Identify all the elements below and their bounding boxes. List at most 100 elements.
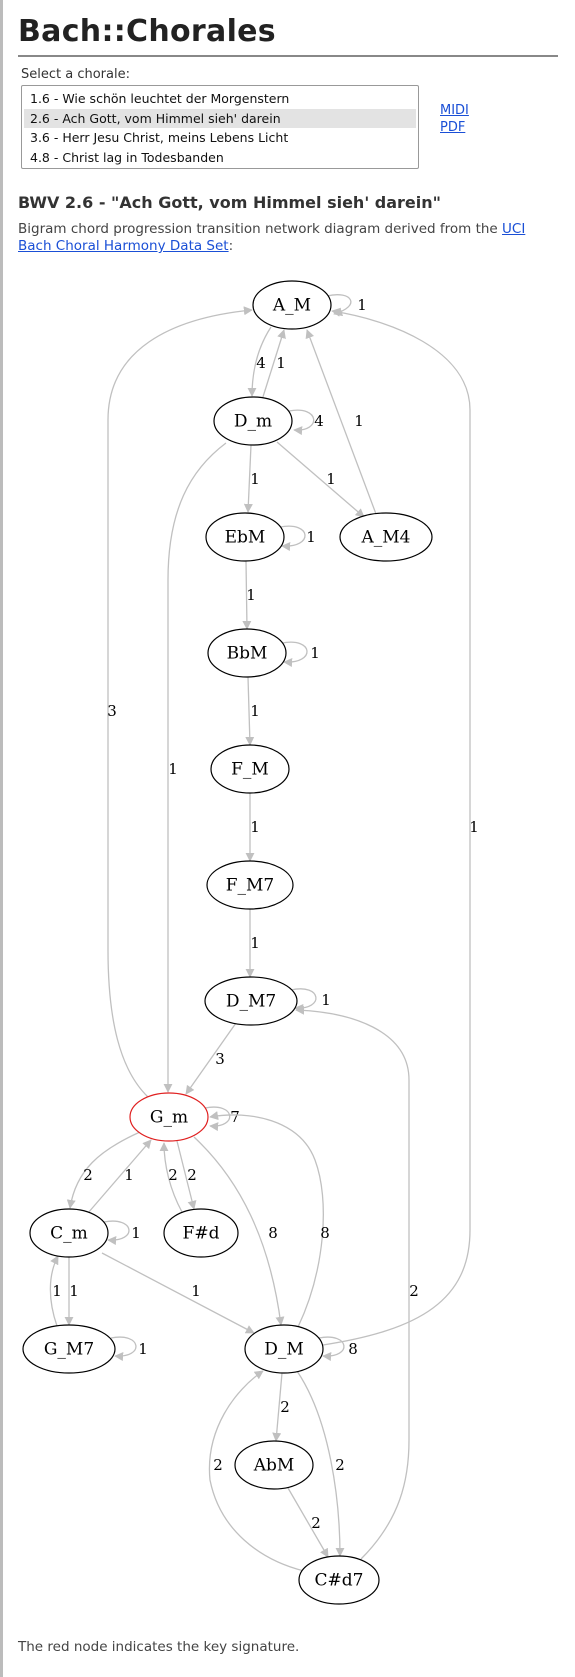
- edge-weight-label: 2: [335, 1456, 345, 1474]
- node-shape: [207, 628, 287, 678]
- node-label: C#d7: [315, 1571, 364, 1591]
- edge-weight-label: 2: [409, 1282, 419, 1300]
- node-label: BbM: [227, 644, 268, 664]
- node-a-m4: A_M4: [339, 512, 433, 562]
- node-fsharpd: F#d: [163, 1208, 239, 1258]
- node-label: EbM: [225, 528, 266, 548]
- description-text: Bigram chord progression transition netw…: [18, 221, 503, 237]
- edge-d-m-to-csharpd7: [296, 1370, 345, 1557]
- edge-weight-label: 3: [215, 1050, 225, 1068]
- edge-weight-label: 1: [321, 991, 331, 1009]
- edge-a-m-to-d-m: [247, 326, 272, 397]
- edge-c-m-to-g-m: [87, 1139, 152, 1214]
- node-ebm: EbM: [205, 512, 285, 562]
- node-label: F#d: [183, 1224, 220, 1244]
- file-links: MIDI PDF: [440, 102, 469, 136]
- edge-d-m7-to-g-m: [185, 1022, 237, 1095]
- edge-weight-label: 2: [187, 1166, 197, 1184]
- edge-fsharpd-to-g-m: [159, 1142, 183, 1213]
- edge-d-m-to-d-m: [318, 1336, 345, 1362]
- node-f-m: F_M: [210, 744, 290, 794]
- node-shape: [234, 1440, 314, 1490]
- edge-g-m-to-fsharpd: [176, 1140, 197, 1210]
- edge-weight-label: 1: [124, 1166, 134, 1184]
- chorale-select-list[interactable]: 1.6 - Wie schön leuchtet der Morgenstern…: [21, 85, 419, 169]
- edge-weight-label: 7: [230, 1108, 240, 1126]
- edge-weight-label: 8: [268, 1224, 278, 1242]
- node-g-m: G_m: [129, 1092, 209, 1142]
- edge-ebm-to-bbm: [242, 560, 252, 630]
- node-label: G_M7: [44, 1340, 94, 1360]
- node-shape: [339, 512, 433, 562]
- dataset-link[interactable]: UCI Bach Choral Harmony Data Set: [18, 221, 526, 254]
- node-d-m7: D_M7: [204, 976, 298, 1026]
- chorale-option[interactable]: 3.6 - Herr Jesu Christ, meins Lebens Lic…: [30, 130, 289, 145]
- edge-weight-label: 1: [168, 760, 178, 778]
- edge-g-m7-to-c-m: [49, 1255, 59, 1327]
- edge-ebm-to-ebm: [279, 525, 306, 551]
- edge-weight-label: 1: [191, 1282, 201, 1300]
- edge-weight-label: 1: [131, 1224, 141, 1242]
- node-label: G_m: [150, 1108, 188, 1128]
- page-title: Bach::Chorales: [18, 14, 276, 49]
- node-f-m7: F_M7: [206, 860, 294, 910]
- left-border: [0, 0, 3, 1677]
- edge-weight-label: 1: [310, 644, 320, 662]
- edge-weight-label: 1: [250, 818, 260, 836]
- title-divider: [18, 55, 558, 57]
- edge-c-m-to-c-m: [103, 1220, 130, 1246]
- node-shape: [244, 1324, 324, 1374]
- node-label: D_M7: [226, 992, 276, 1012]
- edge-d-m-to-g-m: [163, 442, 227, 1093]
- node-abm: AbM: [234, 1440, 314, 1490]
- edge-weight-label: 2: [168, 1166, 178, 1184]
- node-label: F_M7: [226, 876, 275, 896]
- node-label: D_m: [234, 412, 272, 432]
- node-label: F_M: [231, 760, 269, 780]
- edge-weight-label: 1: [52, 1282, 62, 1300]
- edge-g-m-to-d-m: [193, 1136, 285, 1326]
- edge-weight-label: 8: [348, 1340, 358, 1358]
- edge-weight-label: 2: [311, 1514, 321, 1532]
- edge-weight-label: 1: [469, 818, 479, 836]
- edge-weight-label: 1: [250, 702, 260, 720]
- node-shape: [298, 1555, 380, 1605]
- node-shape: [29, 1208, 109, 1258]
- edge-weight-label: 1: [357, 296, 367, 314]
- node-d-m: D_m: [213, 396, 293, 446]
- edge-weight-label: 1: [138, 1340, 148, 1358]
- chorale-heading: BWV 2.6 - "Ach Gott, vom Himmel sieh' da…: [18, 193, 441, 212]
- edge-a-m4-to-a-m: [305, 329, 377, 515]
- edge-abm-to-csharpd7: [287, 1487, 329, 1558]
- node-shape: [252, 280, 332, 330]
- edge-weight-label: 4: [256, 354, 266, 372]
- edge-g-m-to-g-m: [204, 1106, 231, 1132]
- footer-note: The red node indicates the key signature…: [18, 1639, 300, 1655]
- edge-weight-label: 3: [107, 702, 117, 720]
- key-signature-node-shape: [129, 1092, 209, 1142]
- chorale-option-selected[interactable]: 2.6 - Ach Gott, vom Himmel sieh' darein: [24, 108, 416, 128]
- node-label: A_M: [272, 296, 311, 316]
- node-a-m: A_M: [252, 280, 332, 330]
- chorale-option[interactable]: 1.6 - Wie schön leuchtet der Morgenstern: [30, 91, 290, 106]
- pdf-link[interactable]: PDF: [440, 120, 466, 135]
- edge-c-m-to-d-m: [101, 1252, 255, 1334]
- node-label: C_m: [50, 1224, 88, 1244]
- edge-weight-label: 1: [250, 470, 260, 488]
- edge-csharpd7-to-d-m: [208, 1370, 305, 1572]
- node-shape: [206, 860, 294, 910]
- node-label: D_M: [264, 1340, 304, 1360]
- edge-d-m-to-abm: [272, 1372, 283, 1442]
- edge-g-m-to-a-m: [107, 306, 253, 1098]
- edge-csharpd7-to-d-m7: [295, 1005, 410, 1560]
- edge-bbm-to-bbm: [281, 641, 308, 667]
- edge-d-m-to-d-m: [288, 409, 315, 436]
- edge-g-m7-to-g-m7: [110, 1336, 137, 1362]
- edge-weight-label: 8: [320, 1224, 330, 1242]
- description-suffix: :: [228, 238, 234, 254]
- chorale-option[interactable]: 4.8 - Christ lag in Todesbanden: [30, 149, 224, 165]
- node-shape: [213, 396, 293, 446]
- node-shape: [205, 512, 285, 562]
- midi-link[interactable]: MIDI: [440, 103, 469, 118]
- edge-weight-label: 1: [69, 1282, 79, 1300]
